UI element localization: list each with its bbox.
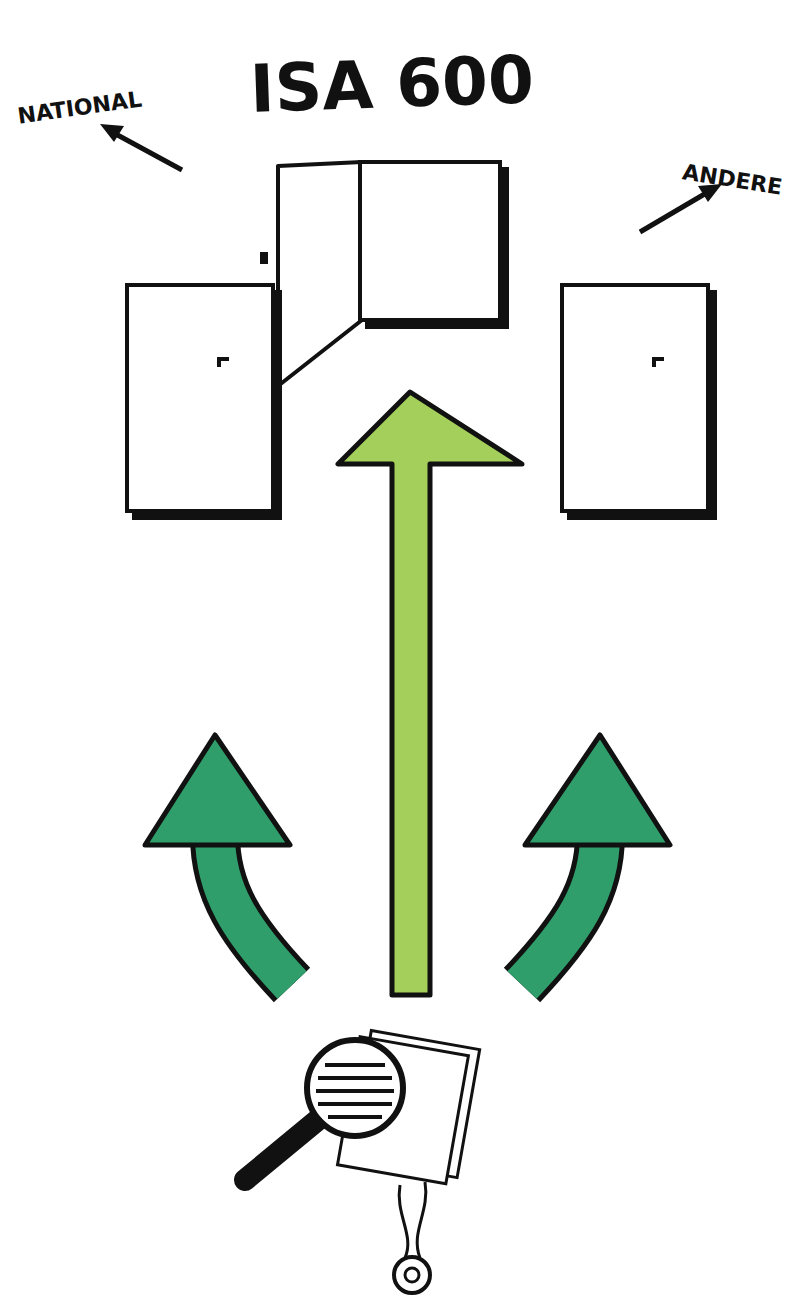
- door-leaf: [278, 162, 362, 386]
- open-door: ISA 600: [358, 160, 502, 322]
- curved-arrow: [522, 835, 600, 985]
- curved-arrow-outline: [522, 835, 600, 985]
- door-label: NATIONAL: [16, 86, 143, 128]
- arrow-head: [145, 735, 290, 845]
- arrow-head: [525, 735, 670, 845]
- seal-center: [405, 1268, 419, 1282]
- curved-arrow: [215, 835, 292, 985]
- curved-arrow-outline: [215, 835, 292, 985]
- door-label: ANDERE: [681, 159, 784, 199]
- pointer-head: [100, 124, 124, 142]
- pointer-arrow: [112, 132, 182, 170]
- pointer-arrow: [640, 192, 708, 232]
- magnifier-lens: [307, 1040, 403, 1136]
- closed-door: NATIONAL: [125, 283, 275, 513]
- text-lines: [316, 1065, 394, 1117]
- door-heading: ISA 600: [249, 41, 535, 128]
- seal-ribbon: [399, 1182, 426, 1258]
- main-arrow: [338, 392, 522, 995]
- closed-door: ANDERE: [560, 283, 710, 513]
- magnifier-handle: [245, 1118, 320, 1180]
- door-handle: [260, 252, 268, 264]
- door-handle: [217, 357, 229, 367]
- door-handle: [652, 357, 664, 367]
- seal: [394, 1257, 430, 1293]
